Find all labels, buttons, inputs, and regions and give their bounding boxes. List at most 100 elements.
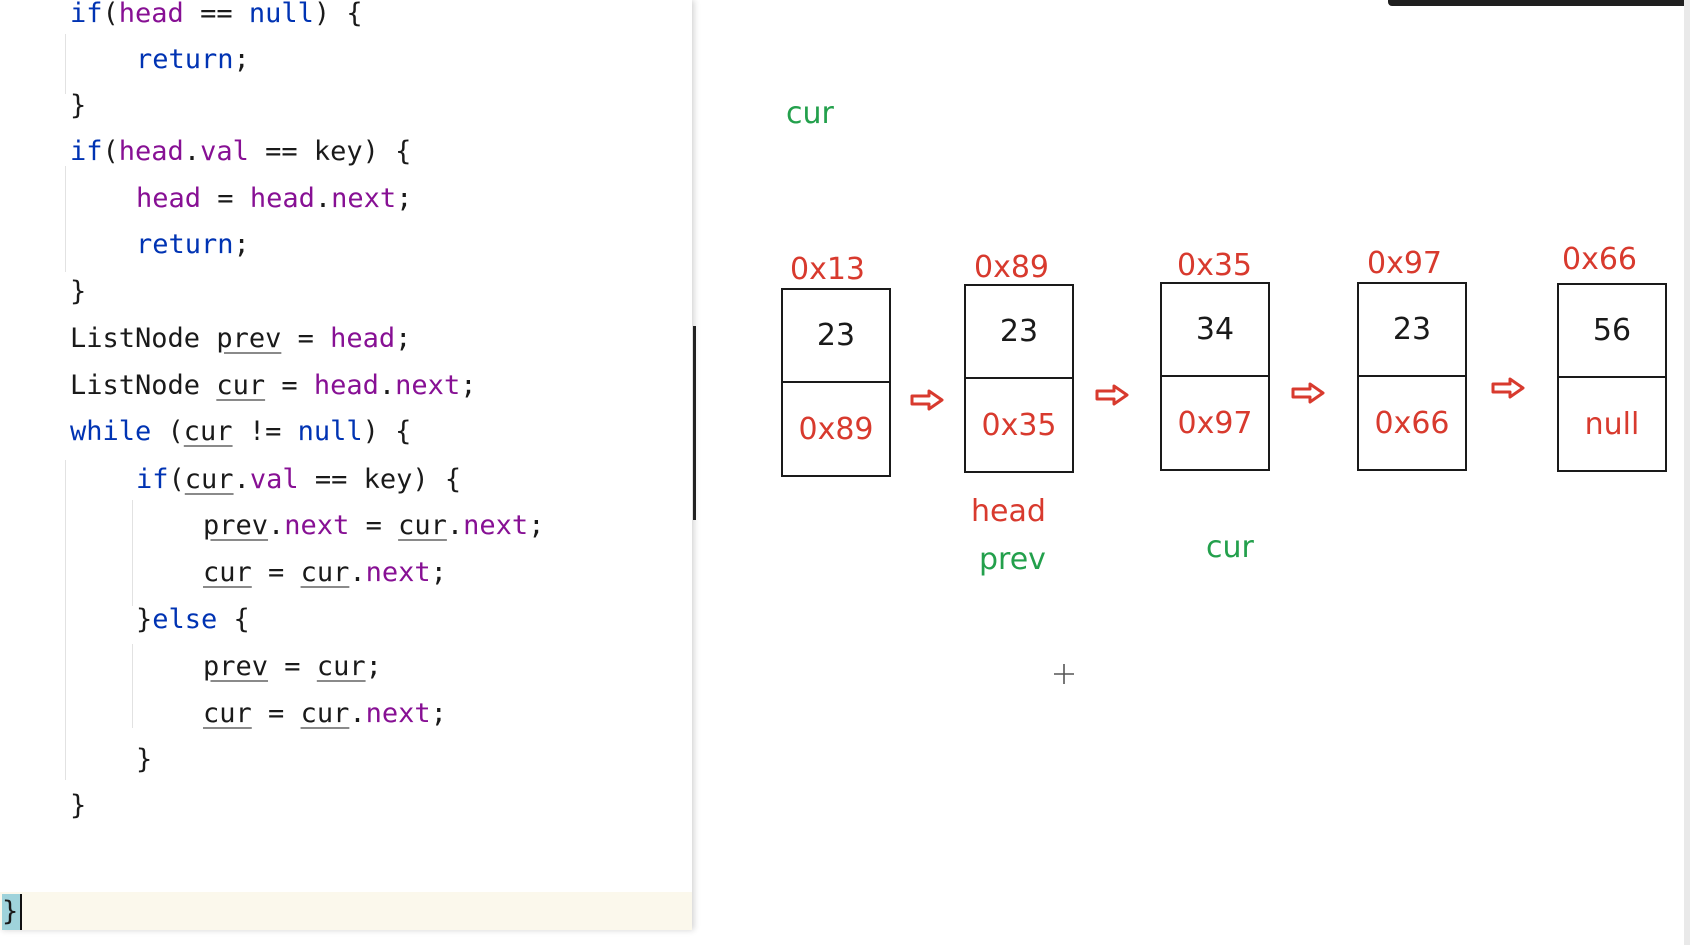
code-token: cur	[184, 464, 234, 495]
node-next-pointer: 0x97	[1177, 405, 1253, 441]
indent-guide	[132, 500, 133, 606]
node-address: 0x13	[790, 252, 866, 287]
code-token: next	[365, 698, 431, 729]
node-next-pointer: 0x66	[1374, 405, 1450, 441]
code-token: next	[463, 510, 529, 541]
node-address: 0x35	[1177, 248, 1253, 283]
code-token: cur	[203, 557, 252, 588]
list-node: 34 0x97	[1160, 282, 1270, 471]
code-token: head	[249, 183, 315, 214]
code-token: ListNode	[70, 370, 217, 401]
node-value: 23	[966, 286, 1072, 379]
code-token: cur	[300, 557, 350, 588]
code-token: }	[136, 604, 153, 635]
code-line[interactable]: if(head == null) {	[70, 0, 363, 34]
code-token: next	[331, 183, 397, 214]
code-line[interactable]: return;	[136, 225, 250, 265]
code-token: ;	[430, 698, 447, 729]
code-token: prev	[203, 651, 269, 682]
code-line[interactable]: }	[70, 786, 86, 826]
code-token: ==	[183, 0, 249, 29]
code-token: !=	[232, 416, 298, 447]
indent-guide	[65, 34, 66, 94]
code-token: next	[284, 510, 350, 541]
node-address: 0x89	[974, 250, 1050, 285]
node-next-pointer: 0x35	[981, 407, 1057, 443]
code-line[interactable]: }else {	[136, 600, 250, 640]
code-token: =	[268, 651, 317, 682]
code-token: next	[395, 370, 461, 401]
code-token: =	[201, 183, 250, 214]
code-line[interactable]: }	[70, 272, 86, 312]
code-token: =	[265, 370, 314, 401]
code-token: prev	[216, 323, 282, 354]
right-arrow-icon	[1095, 384, 1129, 406]
code-token: .	[446, 510, 464, 541]
code-token: cur	[398, 510, 447, 541]
code-token: ) {	[313, 0, 363, 29]
code-line[interactable]: prev.next = cur.next;	[203, 506, 544, 546]
code-token: cur	[300, 698, 350, 729]
code-token: while	[70, 416, 152, 447]
code-token: cur	[183, 416, 233, 447]
code-line[interactable]: if(cur.val == key) {	[136, 460, 461, 500]
code-token: head	[313, 370, 379, 401]
code-line[interactable]: head = head.next;	[136, 179, 412, 219]
code-token: if	[70, 0, 103, 29]
code-token: ) {	[362, 416, 412, 447]
code-token: cur	[216, 370, 266, 401]
code-line[interactable]: }	[70, 86, 86, 126]
code-line[interactable]: ListNode prev = head;	[70, 319, 411, 359]
list-node: 23 0x35	[964, 284, 1074, 473]
code-token: head	[330, 323, 396, 354]
indent-guide	[132, 644, 133, 728]
code-token: =	[349, 510, 399, 541]
crosshair-cursor-icon	[1054, 664, 1074, 684]
code-token: .	[378, 370, 396, 401]
list-node: 56 null	[1557, 283, 1667, 472]
code-token: return	[136, 229, 234, 260]
code-line[interactable]: if(head.val == key) {	[70, 132, 411, 172]
code-token: null	[248, 0, 314, 29]
code-token: ;	[430, 557, 447, 588]
code-token: }	[70, 90, 87, 121]
code-token: ;	[233, 229, 250, 260]
node-address: 0x97	[1367, 246, 1443, 281]
code-line[interactable]: ListNode cur = head.next;	[70, 366, 476, 406]
code-token: == key) {	[298, 464, 462, 495]
linked-list-diagram: cur 0x13 23 0x89 0x89 23 0x35 0x35 34 0x…	[700, 0, 1690, 945]
right-arrow-icon	[1291, 382, 1325, 404]
node-next-pointer: null	[1584, 406, 1640, 442]
code-token: ;	[528, 510, 545, 541]
code-token: cur	[316, 651, 366, 682]
panel-divider-mark	[693, 326, 696, 520]
code-line[interactable]: prev = cur;	[203, 647, 382, 687]
code-token: {	[217, 604, 250, 635]
code-token: (	[151, 416, 184, 447]
code-editor[interactable]: if(head == null) { return; } if(head.val…	[0, 0, 692, 930]
code-line[interactable]: cur = cur.next;	[203, 553, 447, 593]
right-arrow-icon	[910, 389, 944, 411]
code-token: cur	[203, 698, 252, 729]
code-token: .	[314, 183, 332, 214]
code-token: else	[152, 604, 218, 635]
code-token: (	[102, 136, 119, 167]
code-line[interactable]: cur = cur.next;	[203, 694, 447, 734]
video-overlay-strip	[1388, 0, 1690, 6]
code-token: val	[200, 136, 249, 167]
text-caret	[20, 894, 22, 930]
code-token: .	[349, 698, 366, 729]
matched-brace[interactable]: }	[2, 894, 20, 930]
code-line[interactable]: return;	[136, 40, 250, 80]
code-token: ;	[365, 651, 382, 682]
right-arrow-icon	[1491, 377, 1525, 399]
code-token: null	[297, 416, 363, 447]
prev-label: prev	[979, 542, 1046, 577]
list-node: 23 0x89	[781, 288, 891, 477]
code-line[interactable]: while (cur != null) {	[70, 412, 411, 452]
code-token: ListNode	[70, 323, 217, 354]
node-value: 56	[1559, 285, 1665, 378]
code-token: == key) {	[248, 136, 412, 167]
code-token: next	[365, 557, 431, 588]
code-line[interactable]: }	[136, 740, 152, 780]
